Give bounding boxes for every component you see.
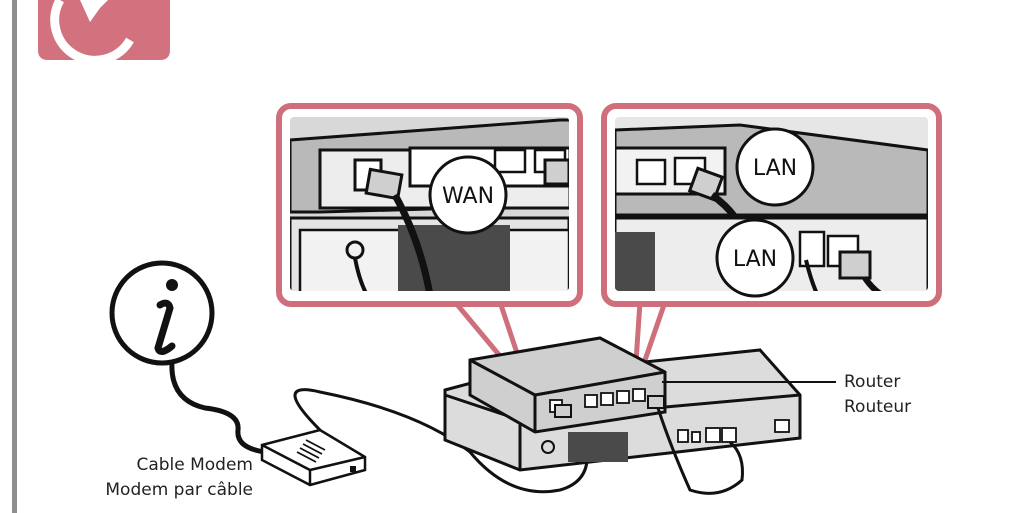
router-label-en: Router xyxy=(844,372,901,392)
lan-callout: LAN LAN xyxy=(601,103,942,307)
device-stack xyxy=(443,336,802,495)
wan-callout: WAN xyxy=(276,103,583,307)
info-icon xyxy=(109,260,215,366)
wan-label: WAN xyxy=(442,184,494,209)
info-cord xyxy=(169,361,266,455)
pink-circle-badge-icon xyxy=(38,0,170,65)
left-margin-rule xyxy=(12,0,17,513)
cable-modem-label-fr: Modem par câble xyxy=(105,480,253,500)
lan-label-bottom: LAN xyxy=(733,247,777,272)
cable-modem-label-en: Cable Modem xyxy=(136,455,253,475)
router-label-fr: Routeur xyxy=(844,397,912,417)
cable-modem xyxy=(260,428,367,487)
lan-label-top: LAN xyxy=(753,156,797,181)
